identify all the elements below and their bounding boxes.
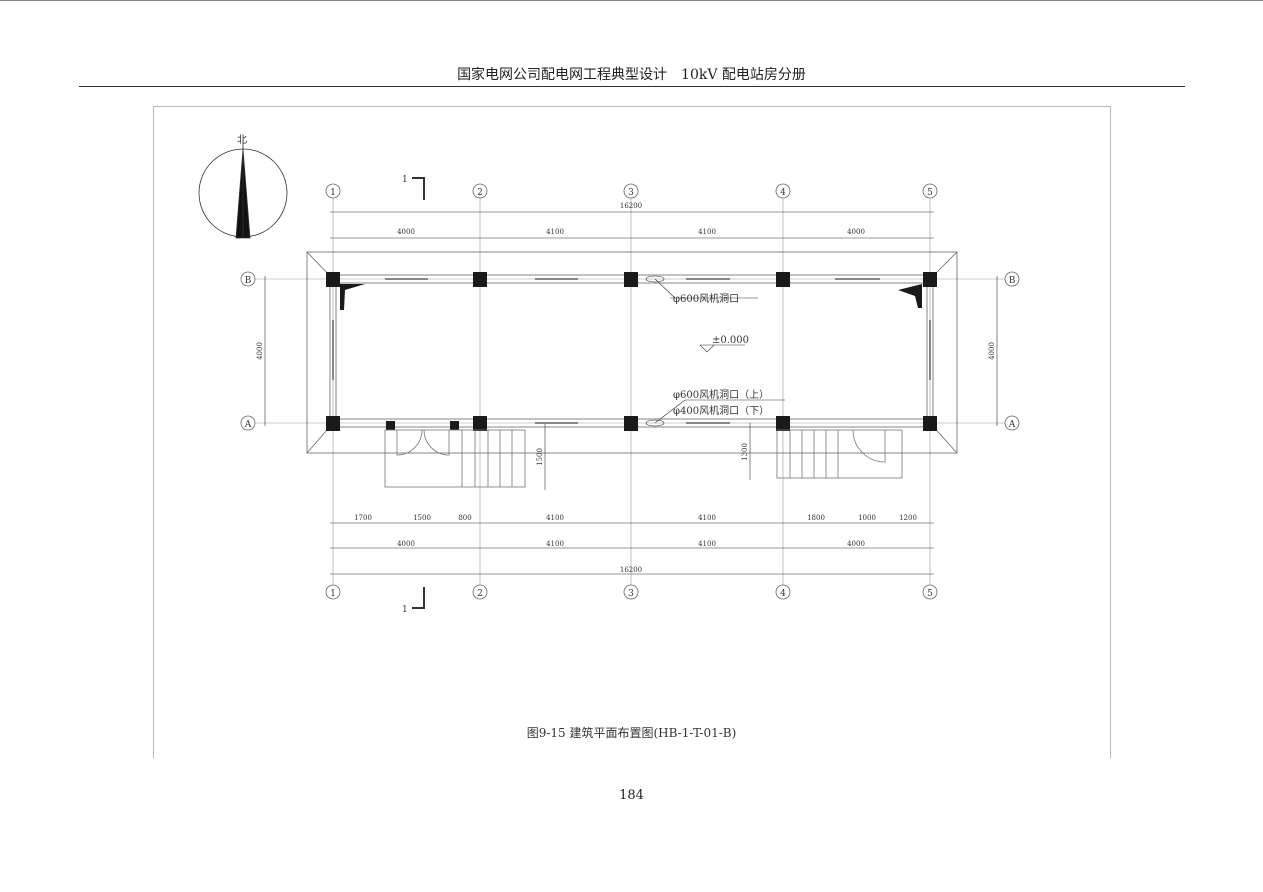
dim-top-span-4: 4000 bbox=[847, 228, 865, 236]
dim-side-left: 4000 bbox=[256, 342, 264, 360]
axis-label-2: 2 bbox=[477, 188, 483, 198]
entrance-right bbox=[776, 429, 903, 479]
elevation-mark-icon bbox=[699, 344, 745, 353]
axis-label-a-left: A bbox=[244, 420, 252, 430]
dim-bottom-total: 16200 bbox=[620, 566, 642, 574]
dim-detail-8: 1200 bbox=[899, 514, 917, 522]
dim-bottom-span-2: 4100 bbox=[546, 540, 564, 548]
dim-top-span-1: 4000 bbox=[397, 228, 415, 236]
axis-label-3-bottom: 3 bbox=[628, 589, 634, 599]
axis-label-1: 1 bbox=[330, 188, 336, 198]
windows bbox=[332, 278, 931, 424]
dim-top-span-3: 4100 bbox=[698, 228, 716, 236]
dimension-lines bbox=[264, 211, 998, 575]
axis-label-a-right: A bbox=[1008, 420, 1016, 430]
axis-label-b-right: B bbox=[1009, 276, 1016, 286]
building-outline bbox=[306, 251, 958, 454]
axis-bubbles bbox=[240, 183, 1020, 600]
section-label-bottom: 1 bbox=[402, 605, 408, 615]
axis-label-4-bottom: 4 bbox=[780, 589, 786, 599]
page-top-border bbox=[0, 0, 1263, 1]
dim-side-right: 4000 bbox=[988, 342, 996, 360]
axis-label-2-bottom: 2 bbox=[477, 589, 483, 599]
axis-label-5-bottom: 5 bbox=[927, 589, 933, 599]
section-mark-top bbox=[412, 177, 425, 200]
fan-opening-upper-label: φ600风机洞口（上） bbox=[673, 388, 769, 401]
fan-opening-lower-label: φ400风机洞口（下） bbox=[673, 404, 769, 417]
axis-label-1-bottom: 1 bbox=[330, 589, 336, 599]
fan-opening-icon bbox=[645, 275, 785, 427]
drawing-frame bbox=[153, 106, 1111, 758]
axis-label-5: 5 bbox=[927, 188, 933, 198]
dim-detail-2: 1500 bbox=[413, 514, 431, 522]
dim-top-span-2: 4100 bbox=[546, 228, 564, 236]
dim-detail-5: 4100 bbox=[698, 514, 716, 522]
dim-top-total: 16200 bbox=[620, 202, 642, 210]
axis-label-4: 4 bbox=[780, 188, 786, 198]
entrance-left bbox=[384, 429, 526, 488]
dim-detail-3: 800 bbox=[458, 514, 471, 522]
dim-detail-7: 1000 bbox=[858, 514, 876, 522]
north-compass-icon bbox=[198, 140, 288, 239]
dim-bottom-span-1: 4000 bbox=[397, 540, 415, 548]
dim-detail-1: 1700 bbox=[354, 514, 372, 522]
structural-columns bbox=[326, 272, 937, 431]
page-header: 国家电网公司配电网工程典型设计 10kV 配电站房分册 bbox=[457, 67, 806, 83]
section-label-top: 1 bbox=[402, 175, 408, 185]
north-label: 北 bbox=[237, 134, 247, 146]
dim-detail-4: 4100 bbox=[546, 514, 564, 522]
dim-bottom-span-3: 4100 bbox=[698, 540, 716, 548]
section-mark-bottom bbox=[412, 587, 425, 609]
dim-bottom-span-4: 4000 bbox=[847, 540, 865, 548]
figure-caption: 图9-15 建筑平面布置图(HB-1-T-01-B) bbox=[526, 726, 737, 740]
fan-opening-top-label: φ600风机洞口 bbox=[673, 292, 739, 305]
elevation-label: ±0.000 bbox=[712, 335, 749, 346]
page-number: 184 bbox=[619, 788, 644, 803]
dim-detail-6: 1800 bbox=[807, 514, 825, 522]
grid-lines bbox=[255, 198, 1005, 585]
header-rule bbox=[79, 86, 1185, 87]
dim-stair-left: 1500 bbox=[536, 448, 544, 466]
dim-stair-right: 1300 bbox=[741, 443, 749, 461]
axis-label-3: 3 bbox=[628, 188, 634, 198]
axis-label-b-left: B bbox=[245, 276, 252, 286]
